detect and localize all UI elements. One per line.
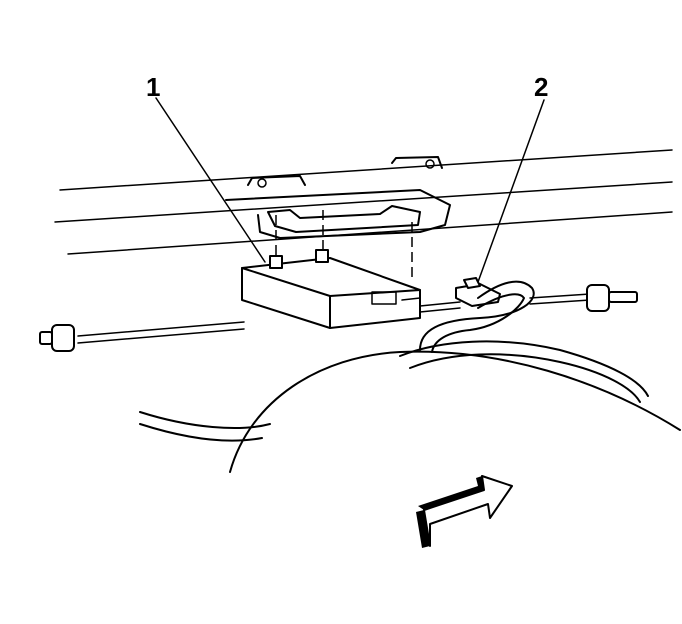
tube xyxy=(39,284,638,352)
callout-1-label: 1 xyxy=(146,72,160,102)
body-panel-lines xyxy=(54,149,673,255)
connector-clip xyxy=(455,277,501,307)
mounting-bracket xyxy=(225,156,451,239)
leader-lines xyxy=(155,97,545,283)
module xyxy=(241,249,421,329)
alignment-lines xyxy=(275,210,413,282)
callout-2-label: 2 xyxy=(534,72,548,102)
forward-arrow-icon xyxy=(416,475,513,548)
tank-body xyxy=(229,350,681,473)
wiring-harness xyxy=(139,280,649,442)
